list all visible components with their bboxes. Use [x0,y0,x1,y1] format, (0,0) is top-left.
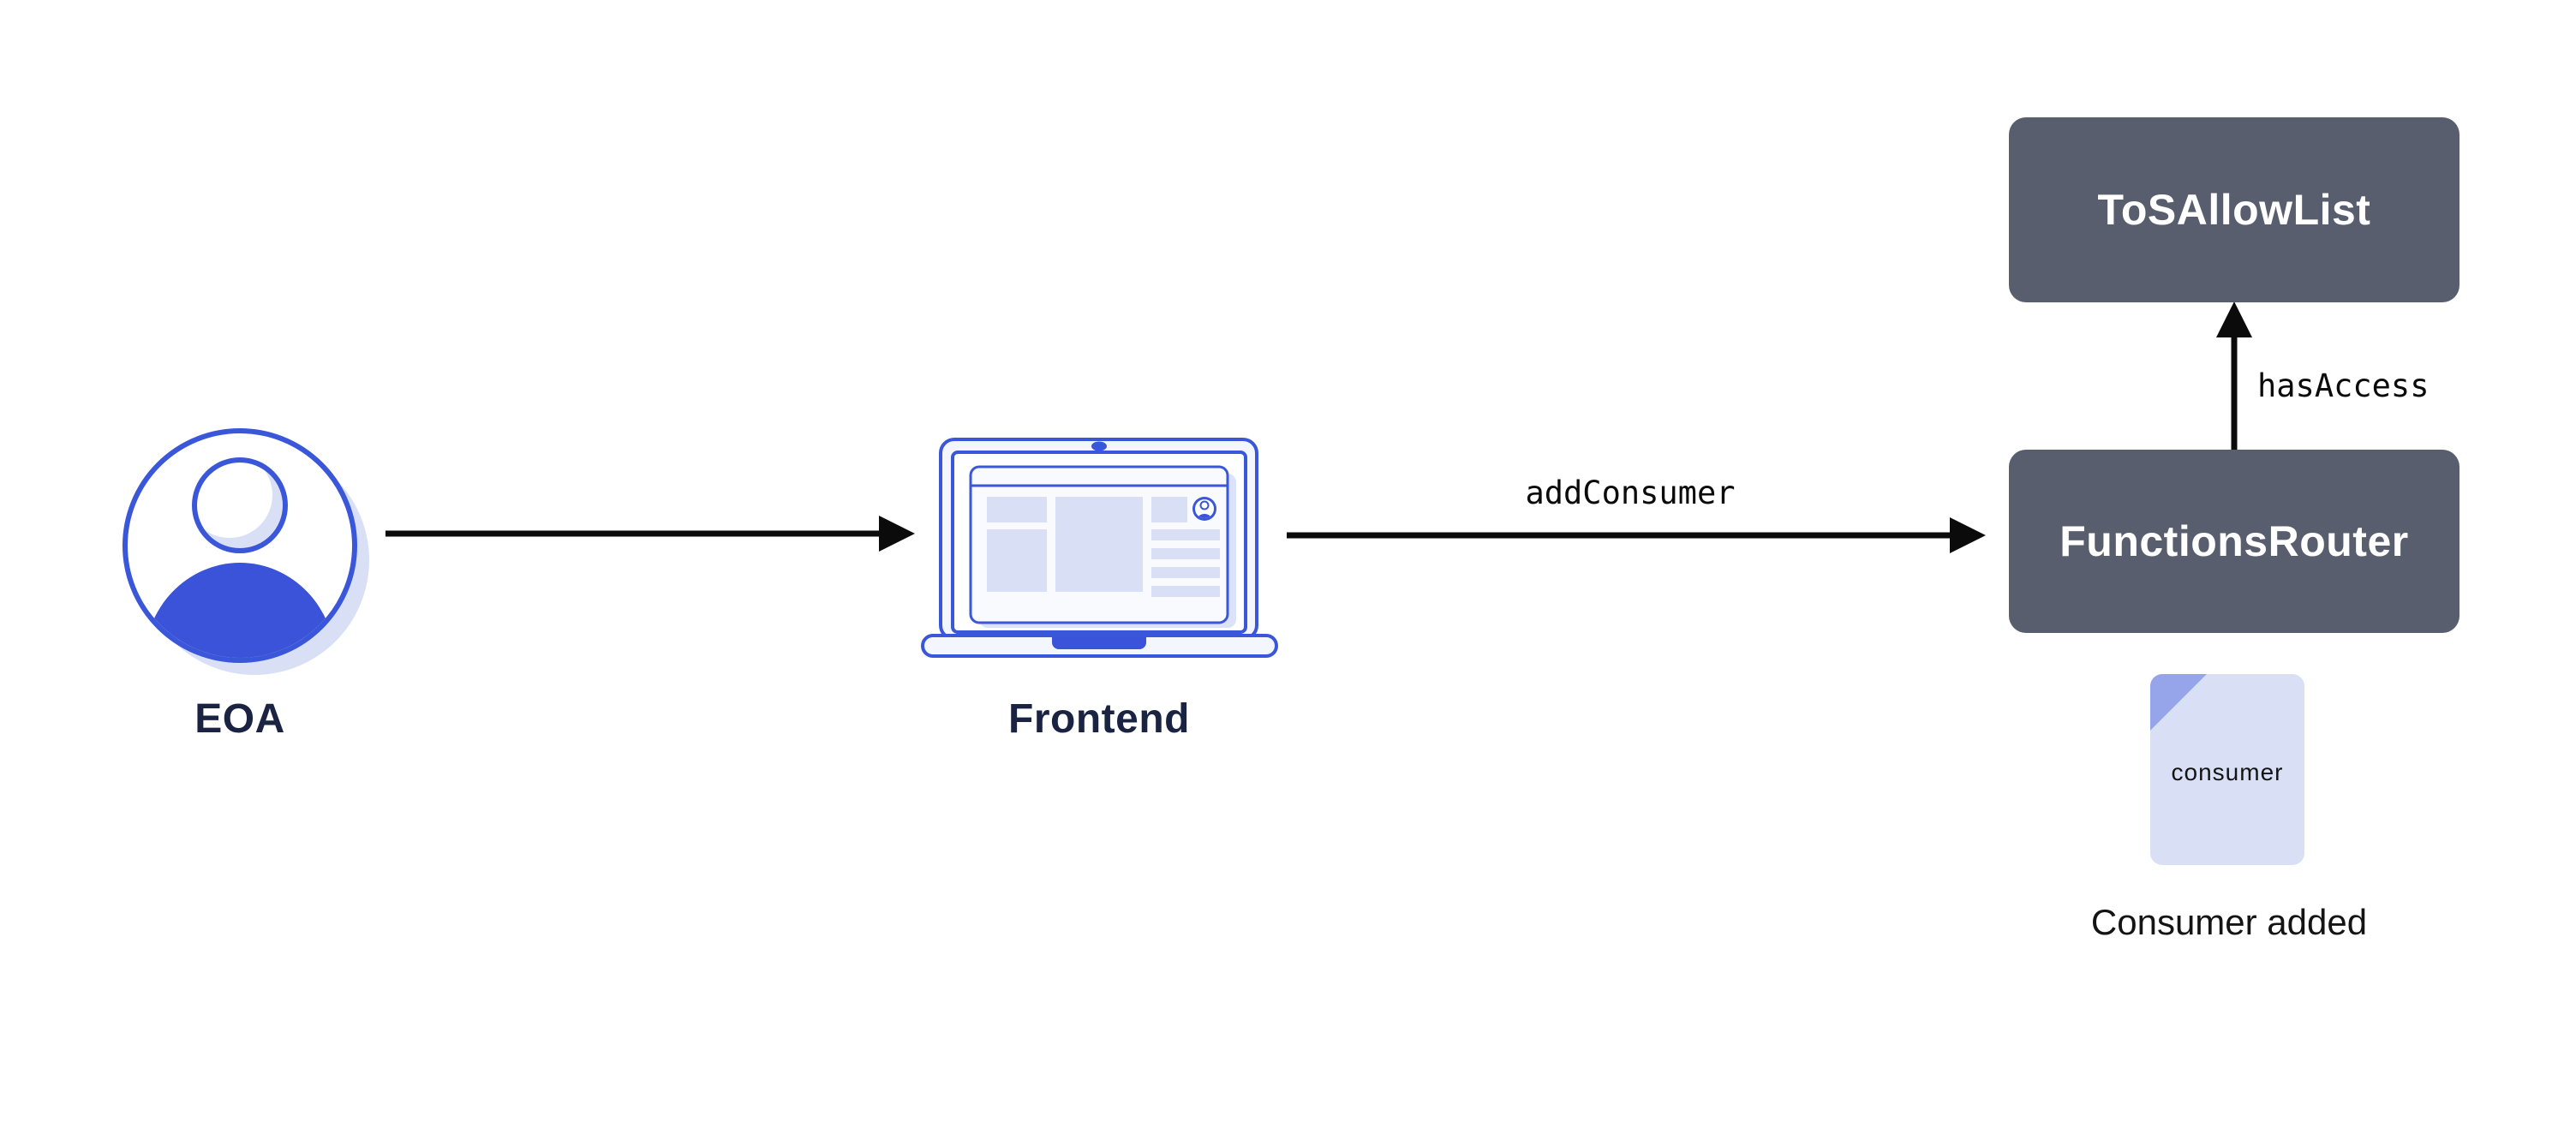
browser-content-blocks [987,497,1220,597]
arrow-frontend-to-functionsrouter [1287,517,1986,553]
document-icon [2150,674,2304,865]
arrow-eoa-to-frontend [386,516,915,552]
frontend-label: Frontend [1008,696,1190,742]
tosallowlist-label: ToSAllowList [2097,186,2371,234]
addconsumer-edge-label: addConsumer [1525,475,1736,511]
browser-user-avatar-icon [1192,497,1216,521]
document-page [2150,674,2304,865]
laptop-base-notch [1052,637,1146,649]
hasaccess-edge-label: hasAccess [2257,367,2430,404]
node-tosallowlist: ToSAllowList [2009,117,2459,302]
consumer-doc-label: consumer [2171,759,2284,785]
avatar-head-outline [192,457,288,553]
eoa-label: EOA [194,696,285,742]
node-functionsrouter: FunctionsRouter [2009,450,2459,633]
eoa-user-avatar-icon [123,428,369,675]
consumer-added-caption: Consumer added [2090,902,2368,942]
laptop-camera-dot [1091,441,1107,451]
document-fold-corner [2150,674,2207,731]
avatar-shoulders [144,563,336,658]
laptop-icon [921,438,1278,658]
functionsrouter-label: FunctionsRouter [2059,517,2409,565]
arrow-functionsrouter-to-tosallowlist [2216,301,2252,451]
